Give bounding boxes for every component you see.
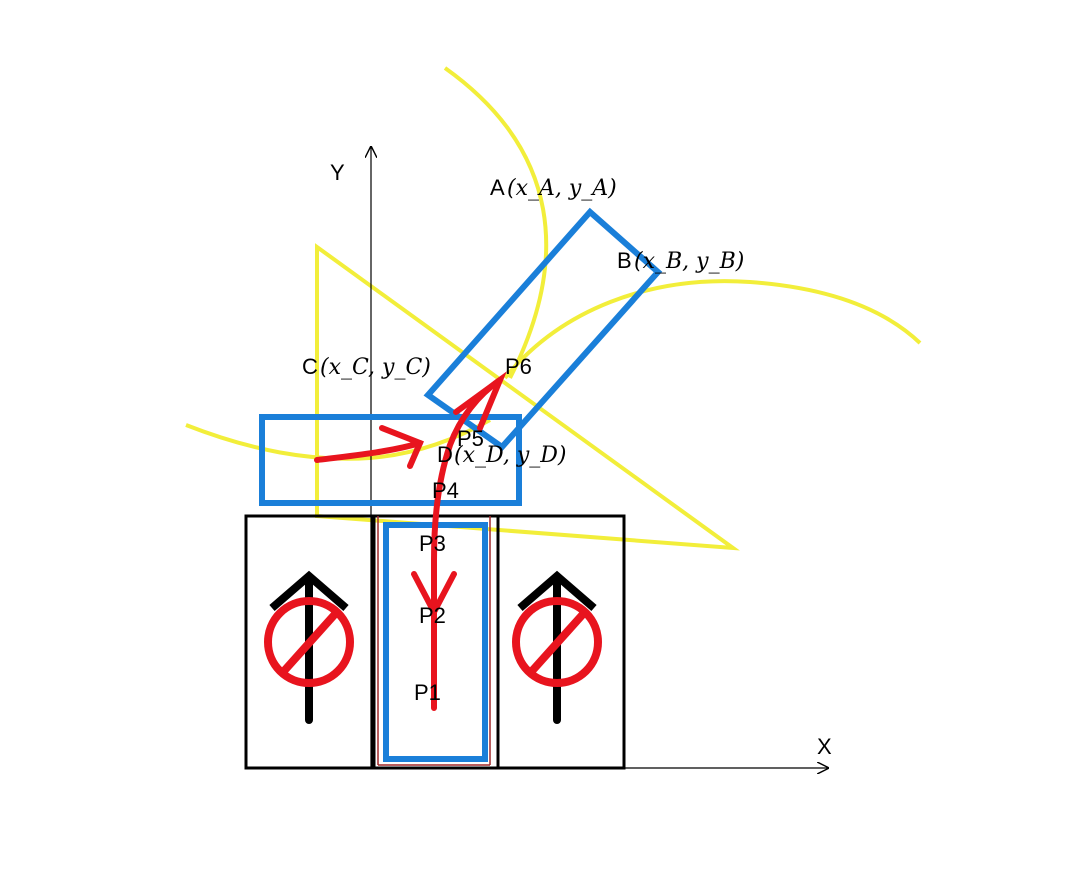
point-label-c: C (x_C, y_C) — [302, 354, 431, 380]
no-entry-icon — [512, 570, 602, 724]
svg-text:A: A — [490, 175, 505, 200]
path-point-p4: P4 — [432, 478, 459, 503]
svg-text:C: C — [302, 354, 318, 379]
x-axis-label: X — [817, 734, 832, 759]
middle-slot-inner-lines — [377, 516, 491, 766]
trajectory-arrowhead-p6 — [453, 371, 507, 431]
red-trajectory — [314, 371, 507, 711]
path-point-p3: P3 — [419, 531, 446, 556]
point-label-b: B (x_B, y_B) — [617, 248, 744, 274]
coordinate-axes — [371, 147, 828, 768]
path-point-p1: P1 — [414, 680, 441, 705]
trajectory-curve-left — [314, 440, 423, 463]
path-point-p6: P6 — [505, 354, 532, 379]
arrow-up-icon — [517, 570, 597, 612]
svg-text:B: B — [617, 248, 632, 273]
point-label-a: A (x_A, y_A) — [490, 175, 617, 201]
svg-text:(x_C, y_C): (x_C, y_C) — [320, 355, 431, 380]
vehicle-rotated — [423, 207, 663, 451]
arrow-up-icon — [269, 570, 349, 612]
svg-text:(x_B, y_B): (x_B, y_B) — [634, 249, 744, 274]
yellow-triangle — [315, 243, 740, 551]
svg-text:(x_A, y_A): (x_A, y_A) — [507, 176, 617, 201]
yellow-construction-lines — [185, 66, 922, 551]
svg-text:(x_D, y_D): (x_D, y_D) — [454, 443, 566, 468]
trajectory-arrowhead-right — [379, 425, 424, 469]
yellow-arc-right — [503, 279, 922, 380]
trajectory-arrowhead-down — [411, 571, 457, 619]
point-label-d: D (x_D, y_D) — [437, 442, 566, 468]
parking-slot-left — [244, 514, 376, 770]
y-axis-label: Y — [330, 160, 345, 185]
svg-text:D: D — [437, 442, 453, 467]
path-point-p5: P5 — [457, 426, 484, 451]
no-entry-icon — [264, 570, 354, 724]
vehicle-horizontal — [259, 414, 522, 506]
yellow-arc-top — [443, 66, 549, 379]
path-point-p2: P2 — [419, 603, 446, 628]
